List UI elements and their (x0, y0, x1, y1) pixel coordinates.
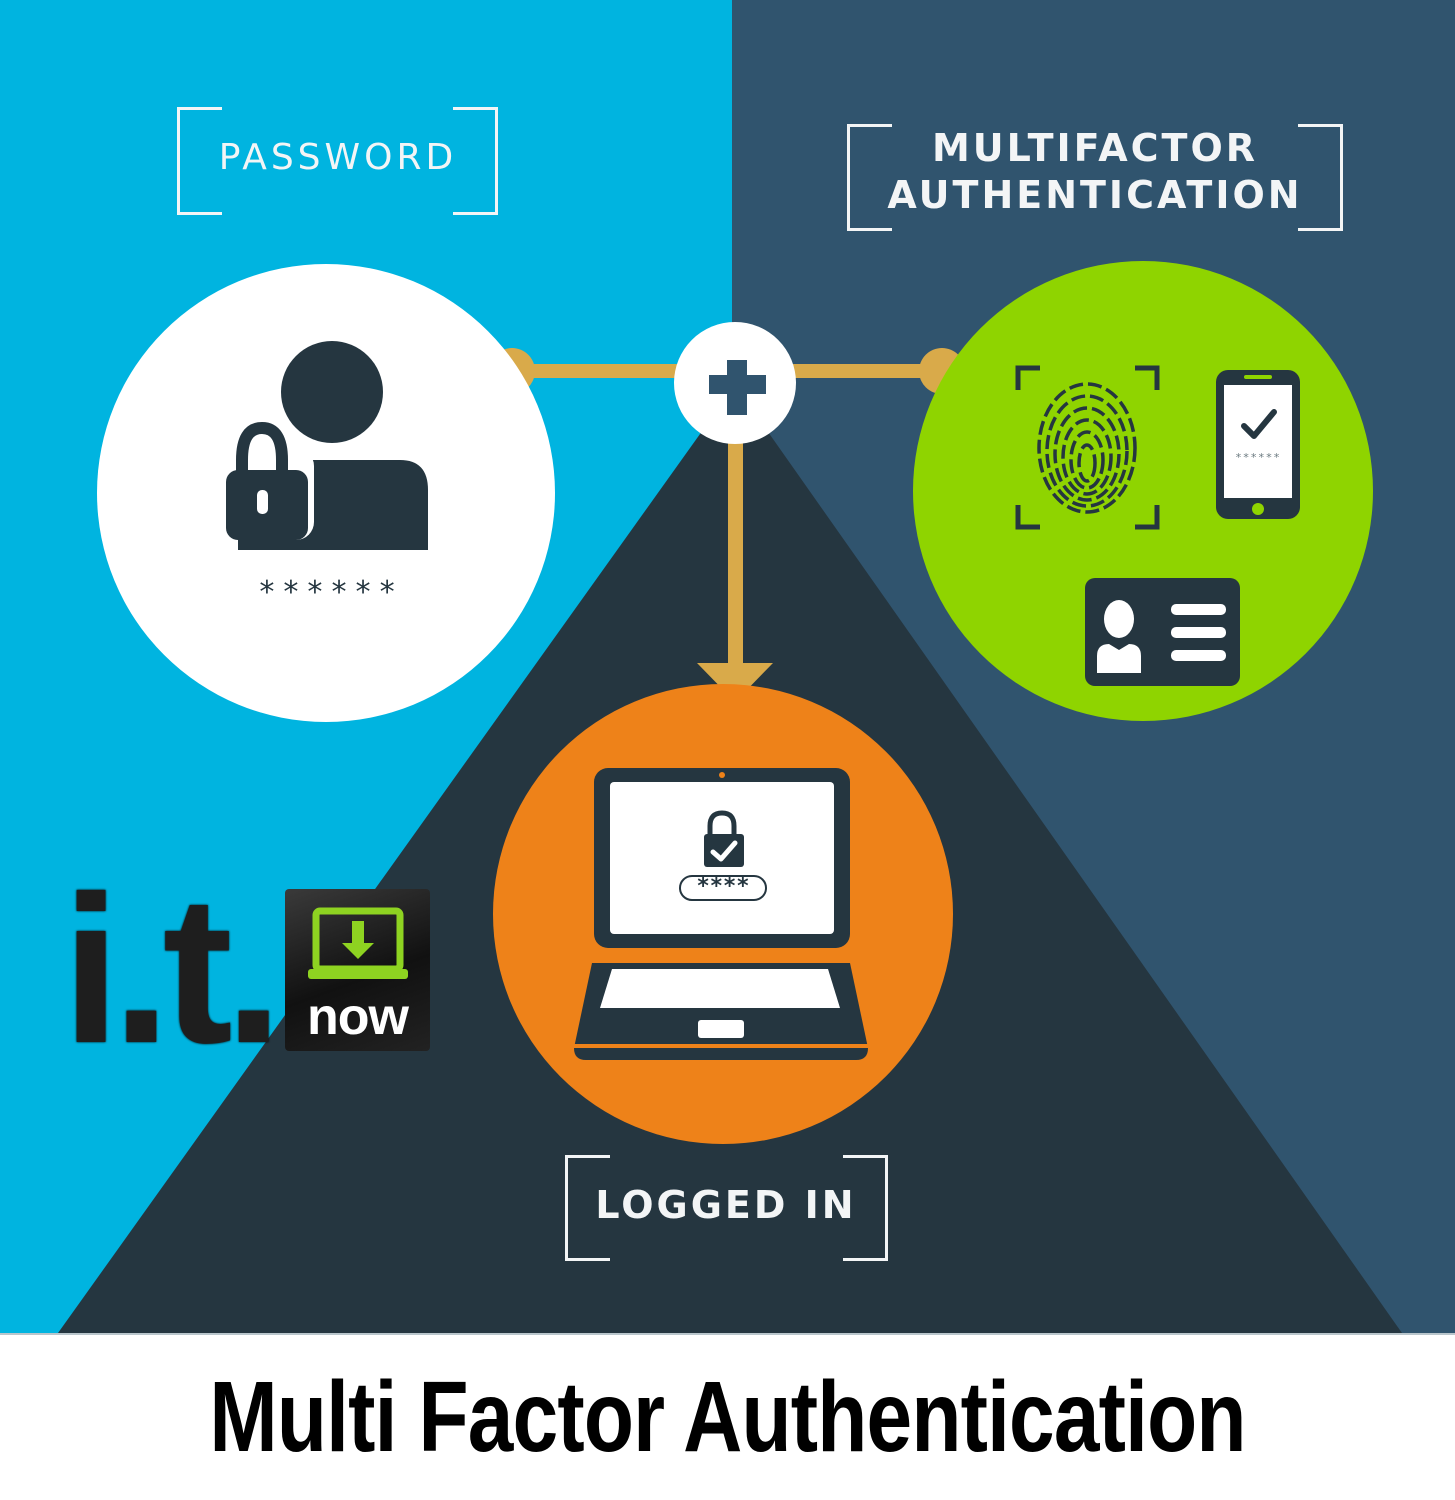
down-arrow-shaft (728, 420, 743, 670)
phone-masked-text: ****** (1235, 451, 1281, 464)
logo-now-text: now (307, 988, 409, 1046)
password-bracket-left (177, 107, 222, 215)
mfa-bracket-right (1298, 124, 1343, 231)
laptop-lock-icon (574, 768, 868, 1060)
fingerprint-scan-icon (1015, 365, 1160, 530)
logo-it-text: i.t. (62, 852, 283, 1087)
password-bracket-right (453, 107, 498, 215)
footer-divider (0, 1333, 1455, 1335)
mfa-label-line1: MULTIFACTOR (931, 126, 1259, 170)
laptop-masked-text: **** (696, 874, 750, 899)
smartphone-check-icon (1216, 370, 1300, 519)
password-masked-text: ****** (257, 575, 403, 610)
password-label: PASSWORD (218, 137, 458, 178)
id-card-icon (1085, 578, 1240, 686)
user-lock-icon (224, 341, 428, 550)
plus-icon (709, 360, 766, 415)
mfa-label-line2: AUTHENTICATION (887, 173, 1303, 217)
logged-in-bracket-left (565, 1155, 610, 1261)
laptop-download-icon (308, 907, 408, 979)
page-title: Multi Factor Authentication (209, 1361, 1246, 1473)
logged-in-bracket-right (843, 1155, 888, 1261)
mfa-bracket-left (847, 124, 892, 231)
logo-now-badge: now (285, 889, 430, 1051)
down-arrow-head (697, 663, 773, 702)
mfa-label: MULTIFACTOR AUTHENTICATION (847, 125, 1343, 219)
logged-in-label: LOGGED IN (595, 1183, 857, 1227)
